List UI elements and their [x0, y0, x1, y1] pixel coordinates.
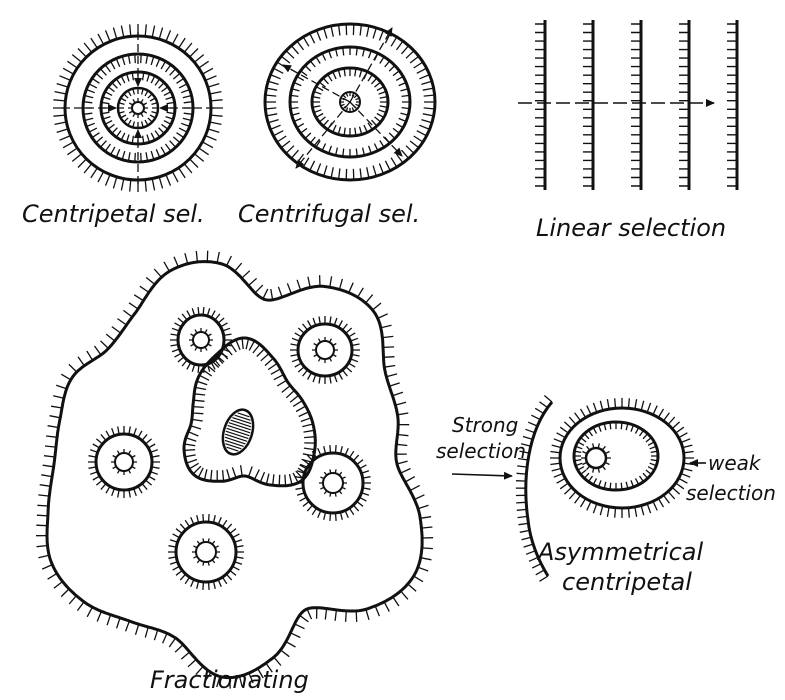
strong-selection-label-2: selection — [436, 439, 526, 463]
asym-ring-core — [581, 443, 611, 472]
centripetal-label: Centripetal sel. — [22, 200, 205, 228]
centripetal-core — [128, 98, 148, 118]
weak-selection-label-2: selection — [686, 481, 776, 505]
weak-selection-label-1: weak — [708, 451, 762, 475]
linear-bar-3 — [631, 20, 641, 190]
fractionating-label: Fractionating — [150, 666, 309, 694]
linear-bar-2 — [583, 20, 593, 190]
fractionating-diagram — [36, 251, 433, 689]
strong-selection-arrow — [452, 474, 512, 476]
fractionating-subpop-bottom — [168, 514, 244, 590]
linear-bar-5 — [727, 20, 737, 190]
strong-selection-label-1: Strong — [452, 413, 518, 437]
centrifugal-label: Centrifugal sel. — [238, 200, 420, 228]
centrifugal-diagram — [265, 24, 435, 180]
asym-label-2: centripetal — [562, 568, 692, 596]
centripetal-ring-4 — [118, 88, 158, 128]
fractionating-subpop-left — [88, 426, 160, 498]
fractionating-subpop-top-right — [290, 316, 360, 384]
fractionating-subpop-right — [295, 445, 371, 521]
linear-label: Linear selection — [536, 214, 726, 242]
asym-label-1: Asymmetrical — [536, 538, 703, 566]
asym-ring-outer — [550, 398, 694, 518]
linear-bar-1 — [535, 20, 545, 190]
centripetal-diagram — [53, 24, 223, 192]
fractionating-center-core-hatch — [221, 411, 255, 453]
linear-diagram — [518, 20, 737, 190]
linear-bar-4 — [679, 20, 689, 190]
